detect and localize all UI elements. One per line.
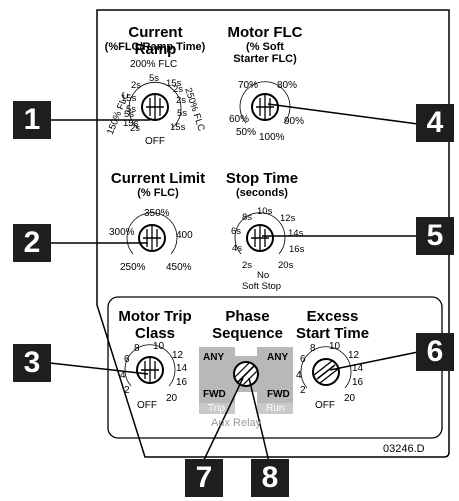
current-limit-subtitle: (% FLC) xyxy=(137,187,179,199)
motor-flc-tick-50: 50% xyxy=(236,127,257,138)
phase-sequence-any-right: ANY xyxy=(267,352,289,363)
current-limit-title: Current Limit xyxy=(110,170,206,187)
motor-flc-knob[interactable] xyxy=(251,93,279,121)
current-ramp-tick-12: 2s xyxy=(173,84,184,95)
current-limit-tick-350: 350% xyxy=(144,208,170,219)
callout-2: 2 xyxy=(13,224,51,262)
current-limit-tick-300: 300% xyxy=(109,227,135,238)
current-ramp-knob[interactable] xyxy=(141,93,169,121)
excess-start-time-tick-20: 20 xyxy=(344,393,356,404)
motor-flc-tick-70: 70% xyxy=(238,80,259,91)
current-ramp-tick-11: 5s xyxy=(126,104,137,115)
phase-sequence-title-2: Sequence xyxy=(212,325,283,342)
motor-flc-subtitle-2: Starter FLC) xyxy=(233,53,297,65)
callout-3: 3 xyxy=(13,344,51,382)
excess-start-time-knob[interactable] xyxy=(312,358,340,386)
motor-trip-class-tick-10: 10 xyxy=(153,341,165,352)
phase-sequence-fwd-right: FWD xyxy=(267,389,290,400)
motor-flc-tick-60: 60% xyxy=(229,114,250,125)
phase-sequence-sub-left: Trip xyxy=(208,403,225,414)
current-limit-tick-400: 400 xyxy=(176,230,193,241)
stop-time-tick-10s: 10s xyxy=(257,206,273,217)
reference-code: 03246.D xyxy=(383,443,425,455)
stop-time-knob[interactable] xyxy=(246,224,274,252)
excess-start-time-tick-4: 4 xyxy=(296,370,302,381)
stop-time-tick-4s: 4s xyxy=(232,243,243,254)
stop-time-soft-stop: Soft Stop xyxy=(242,281,282,292)
current-ramp-tick-10: 15s xyxy=(123,118,139,129)
current-limit-knob[interactable] xyxy=(138,224,166,252)
motor-trip-class-tick-14: 14 xyxy=(176,363,188,374)
stop-time-tick-20s: 20s xyxy=(278,260,294,271)
stop-time-title: Stop Time xyxy=(225,170,299,187)
stop-time-tick-12s: 12s xyxy=(280,213,296,224)
motor-trip-class-tick-16: 16 xyxy=(176,377,188,388)
motor-trip-class-title-2: Class xyxy=(134,325,176,342)
stop-time-no: No xyxy=(257,270,270,281)
current-ramp-tick-8: 5s xyxy=(177,108,188,119)
stop-time-tick-2s: 2s xyxy=(242,260,253,271)
callout-4: 4 xyxy=(416,104,454,142)
excess-start-time-tick-14: 14 xyxy=(352,363,364,374)
current-ramp-tick-4: 15s xyxy=(121,93,137,104)
current-ramp-tick-2: 15s xyxy=(166,78,182,89)
motor-trip-class-knob[interactable] xyxy=(136,356,164,384)
excess-start-time-tick-6: 6 xyxy=(300,354,306,365)
phase-sequence-fwd-left: FWD xyxy=(203,389,226,400)
motor-flc-subtitle-1: (% Soft xyxy=(246,41,284,53)
phase-sequence-any-left: ANY xyxy=(203,352,225,363)
stop-time-tick-6s: 6s xyxy=(231,226,242,237)
excess-start-time-tick-16: 16 xyxy=(352,377,364,388)
phase-sequence-title-1: Phase xyxy=(225,308,270,325)
panel-outline xyxy=(96,9,450,458)
motor-trip-class-tick-8: 8 xyxy=(134,343,140,354)
motor-trip-class-off: OFF xyxy=(137,400,157,411)
current-ramp-tick-9: 15s xyxy=(170,122,186,133)
current-ramp-title: Current Ramp xyxy=(128,24,183,58)
motor-trip-class-tick-6: 6 xyxy=(124,354,130,365)
current-ramp-group-top: 200% FLC xyxy=(130,59,178,70)
motor-trip-class-tick-12: 12 xyxy=(172,350,184,361)
motor-flc-tick-100: 100% xyxy=(259,132,285,143)
current-ramp-off: OFF xyxy=(145,136,165,147)
current-limit-tick-450: 450% xyxy=(166,262,192,273)
callout-7: 7 xyxy=(185,459,223,497)
excess-start-time-tick-10: 10 xyxy=(329,341,341,352)
stop-time-tick-8s: 8s xyxy=(242,212,253,223)
current-ramp-subtitle: (%FLC/Ramp Time) xyxy=(104,41,206,53)
excess-start-time-tick-12: 12 xyxy=(348,350,360,361)
stop-time-subtitle: (seconds) xyxy=(236,187,288,199)
phase-sequence-knob[interactable] xyxy=(233,361,259,387)
callout-1: 1 xyxy=(13,101,51,139)
callout-6: 6 xyxy=(416,333,454,371)
current-ramp-tick-6: 2s xyxy=(130,123,141,134)
aux-relay-label: Aux Relay xyxy=(211,417,262,429)
current-ramp-tick-7: 2s xyxy=(176,95,187,106)
motor-trip-class-tick-4: 4 xyxy=(120,370,126,381)
callout-leaders xyxy=(49,103,419,463)
excess-start-time-title-2: Start Time xyxy=(295,325,370,342)
stop-time-tick-16s: 16s xyxy=(289,244,305,255)
excess-start-time-title-1: Excess xyxy=(306,308,359,325)
current-limit-tick-250: 250% xyxy=(120,262,146,273)
motor-trip-class-tick-2: 2 xyxy=(124,385,130,396)
excess-start-time-tick-8: 8 xyxy=(310,343,316,354)
excess-start-time-off: OFF xyxy=(315,400,335,411)
motor-trip-class-tick-20: 20 xyxy=(166,393,178,404)
excess-start-time-tick-2: 2 xyxy=(300,385,306,396)
callout-8: 8 xyxy=(251,459,289,497)
stop-time-tick-14s: 14s xyxy=(288,228,304,239)
phase-sequence-sub-right: Run xyxy=(266,403,285,414)
current-ramp-tick-3: 2s xyxy=(131,80,142,91)
current-ramp-tick-1: 5s xyxy=(149,73,160,84)
motor-trip-class-title-1: Motor Trip xyxy=(118,308,192,325)
motor-flc-title: Motor FLC xyxy=(227,24,303,41)
current-ramp-tick-5: 5s xyxy=(124,109,135,120)
callout-5: 5 xyxy=(416,217,454,255)
motor-flc-tick-80: 80% xyxy=(277,80,298,91)
motor-flc-tick-90: 90% xyxy=(284,116,305,127)
